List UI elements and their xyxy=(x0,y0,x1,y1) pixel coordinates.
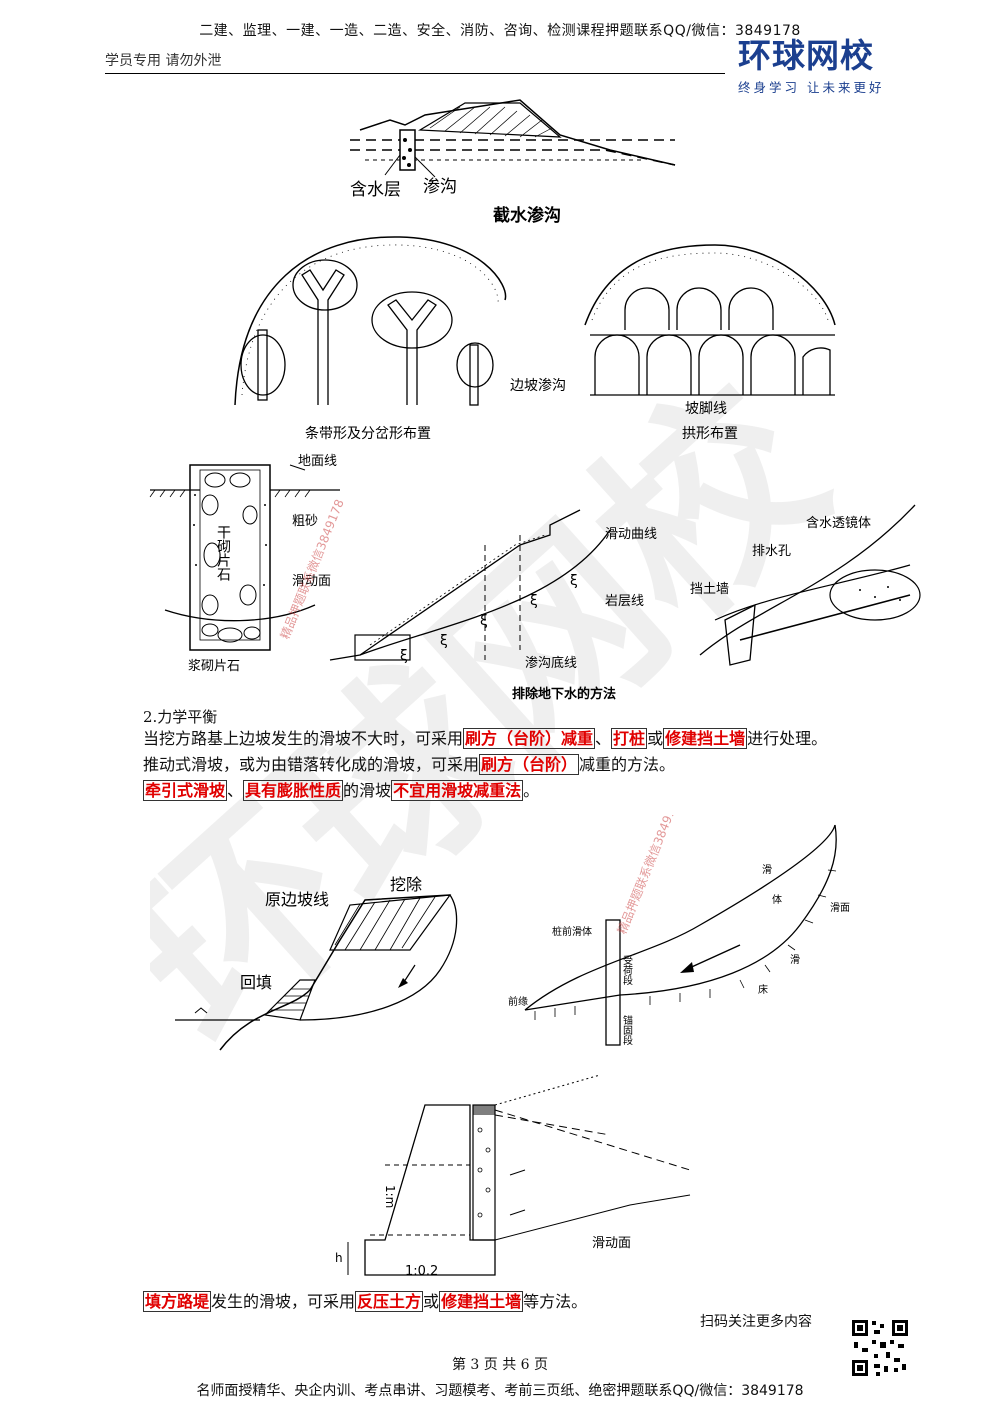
watermark-contact-2: 精品押题联系微信3849178 xyxy=(615,815,684,936)
figure-excavate-backfill: 原边坡线 挖除 回填 xyxy=(175,875,458,1051)
svg-text:ξ: ξ xyxy=(400,648,408,664)
caption-intercepting-ditch: 截水渗沟 xyxy=(493,205,561,226)
label-anchored-section: 锚固段 xyxy=(621,1015,633,1046)
header-contact-line: 二建、监理、一建、一造、二造、安全、消防、咨询、检测课程押题联系QQ/微信：38… xyxy=(199,23,801,39)
figure-slope-seepage-layouts: 条带形及分岔形布置 边坡渗沟 坡脚线 拱形布置 xyxy=(234,236,836,442)
svg-text:ξ: ξ xyxy=(440,633,448,649)
label-slope-seepage-ditch: 边坡渗沟 xyxy=(510,378,566,394)
highlight-fill-embankment: 填方路堤 xyxy=(143,1291,212,1312)
highlight-traction-slide: 牵引式滑坡 xyxy=(143,780,228,801)
highlight-counter-pressure: 反压土方 xyxy=(355,1291,424,1312)
label-slip-curve: 滑动曲线 xyxy=(605,527,657,542)
section-title: 2.力学平衡 xyxy=(143,708,218,726)
footer-contact-line: 名师面授精华、央企内训、考点串讲、习题模考、考前三页纸、绝密押题联系QQ/微信：… xyxy=(196,1383,804,1399)
highlight-retaining-wall: 修建挡土墙 xyxy=(663,728,748,749)
paragraph-fill-embankment: 填方路堤发生的滑坡，可采用反压土方或修建挡土墙等方法。 xyxy=(143,1291,588,1312)
label-slip-surface: 滑动面 xyxy=(292,574,331,589)
label-loaded-section: 受荷段 xyxy=(621,955,633,986)
svg-text:ξ: ξ xyxy=(480,613,488,629)
figure-retaining-wall: 1:m h 1:0.2 滑动面 xyxy=(335,1074,691,1279)
label-toe-line: 坡脚线 xyxy=(685,401,727,417)
header-confidential-note: 学员专用 请勿外泄 xyxy=(105,53,222,69)
label-slip-face: 滑面 xyxy=(830,902,850,914)
figure-intercepting-ditch: 含水层 渗沟 截水渗沟 xyxy=(350,99,676,226)
figure-groundwater-drainage: 干砌片石 地面线 粗砂 滑动面 浆砌片石 ξ ξ ξ ξ ξ 滑动曲线 岩层线 渗沟底线… xyxy=(149,454,921,702)
label-excavate: 挖除 xyxy=(390,875,422,894)
label-rock-layer: 岩层线 xyxy=(605,594,644,609)
qr-caption: 扫码关注更多内容 xyxy=(700,1314,812,1330)
caption-arch-layout: 拱形布置 xyxy=(682,426,738,442)
label-retaining-wall: 挡土墙 xyxy=(690,582,729,597)
label-mortar-stone: 浆砌片石 xyxy=(188,659,240,674)
label-slip-surface-wall: 滑动面 xyxy=(592,1236,631,1251)
qr-code-icon xyxy=(850,1318,910,1378)
label-ditch-bottom: 渗沟底线 xyxy=(525,655,577,671)
page-number: 第 3 页 共 6 页 xyxy=(451,1357,549,1373)
label-front-slide-body: 桩前滑体 xyxy=(552,925,592,938)
label-front-edge: 前缘 xyxy=(508,995,528,1008)
highlight-piling: 打桩 xyxy=(611,728,648,749)
brand-logo: 环球网校 终身学习 让未来更好 xyxy=(738,38,923,96)
label-water-lens: 含水透镜体 xyxy=(806,515,871,531)
label-body: 体 xyxy=(772,894,782,906)
label-dry-laid-stone: 干砌片石 xyxy=(215,525,231,581)
label-coarse-sand: 粗砂 xyxy=(292,514,318,529)
caption-drain-groundwater: 排除地下水的方法 xyxy=(512,686,616,702)
highlight-brush-reduce: 刷方（台阶）减重 xyxy=(463,728,596,749)
label-seepage-ditch: 渗沟 xyxy=(423,177,457,197)
highlight-brush-step: 刷方（台阶） xyxy=(479,754,580,775)
label-height-h: h xyxy=(335,1251,343,1265)
label-ground-line: 地面线 xyxy=(298,454,337,469)
label-drain-hole: 排水孔 xyxy=(752,544,791,559)
label-original-slope: 原边坡线 xyxy=(265,890,329,909)
figure-anti-slide-pile: 桩前滑体 受荷段 锚固段 前缘 滑 体 滑 床 滑面 精品押题联系微信38491… xyxy=(508,815,850,1046)
caption-strip-layout: 条带形及分岔形布置 xyxy=(305,425,431,442)
brand-name: 环球网校 xyxy=(738,36,874,75)
paragraph-cut-slope: 当挖方路基上边坡发生的滑坡不大时，可采用刷方（台阶）减重、打桩或修建挡土墙进行处… xyxy=(143,728,828,749)
highlight-retaining-wall-2: 修建挡土墙 xyxy=(439,1291,524,1312)
label-slope-ratio-m: 1:m xyxy=(383,1185,397,1208)
label-aquifer: 含水层 xyxy=(350,180,401,200)
svg-text:ξ: ξ xyxy=(530,593,538,609)
highlight-expansive: 具有膨胀性质 xyxy=(243,780,344,801)
label-slide-1: 滑 xyxy=(762,864,772,876)
highlight-not-suitable: 不宜用滑坡减重法 xyxy=(391,780,524,801)
label-bed: 床 xyxy=(758,983,768,996)
paragraph-traction-slide: 牵引式滑坡、具有膨胀性质的滑坡不宜用滑坡减重法。 xyxy=(143,780,540,801)
paragraph-push-slide: 推动式滑坡，或为由错落转化成的滑坡，可采用刷方（台阶）减重的方法。 xyxy=(143,754,676,775)
label-ratio: 1:0.2 xyxy=(405,1264,438,1279)
brand-slogan: 终身学习 让未来更好 xyxy=(738,80,885,95)
label-slide-2: 滑 xyxy=(790,954,800,966)
header-divider xyxy=(105,73,725,74)
svg-text:ξ: ξ xyxy=(570,573,578,589)
label-backfill: 回填 xyxy=(240,973,272,992)
